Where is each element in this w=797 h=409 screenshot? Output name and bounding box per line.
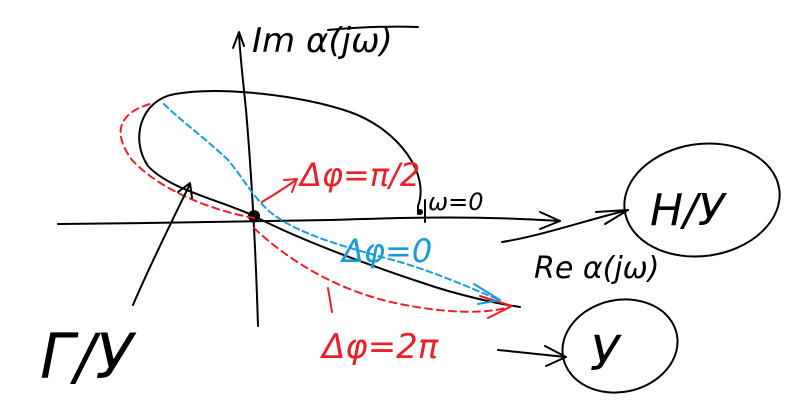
arrow-to-stable-head: [544, 345, 567, 367]
red-arrow-pi-over-2-head: [283, 178, 298, 193]
arrow-to-unstable-head: [595, 209, 629, 225]
real-axis-label: Re α(jω): [534, 251, 659, 286]
blue-arrowhead: [473, 283, 501, 305]
red-arrow-pi-over-2: [261, 179, 297, 203]
imag-axis-arrowhead: [232, 31, 245, 49]
real-axis: [57, 216, 561, 225]
unstable-label: Н/У: [650, 185, 728, 236]
phase-pi-over-2-label: Δφ=π/2: [297, 156, 420, 194]
arrow-to-marginal: [132, 183, 191, 306]
phase-two-pi-label: Δφ=2π: [319, 327, 439, 367]
arrow-to-unstable: [501, 209, 629, 243]
phase-zero-label: Δφ=0: [339, 232, 432, 270]
hodograph-lower-red: [253, 227, 513, 313]
stable-bubble: [561, 298, 679, 394]
arrow-to-stable: [497, 349, 567, 358]
imag-axis: [238, 33, 259, 327]
stable-label: У: [590, 326, 622, 382]
imag-label-underline: [327, 25, 419, 31]
hodograph-curve-blue: [163, 103, 501, 301]
unstable-bubble: [623, 142, 781, 258]
red-arrowhead-lower: [479, 295, 513, 319]
omega-zero-label: ω=0: [428, 188, 483, 216]
omega-zero-point: [417, 209, 423, 215]
coordinate-axes: [57, 31, 561, 327]
tick-mark-red: [327, 287, 333, 313]
real-axis-arrowhead: [539, 211, 561, 230]
hodograph-curve-black: [138, 90, 422, 217]
marginal-label: Г/У: [40, 320, 137, 393]
arrow-to-marginal-head: [177, 182, 193, 199]
hodograph-curve-red: [119, 103, 255, 219]
